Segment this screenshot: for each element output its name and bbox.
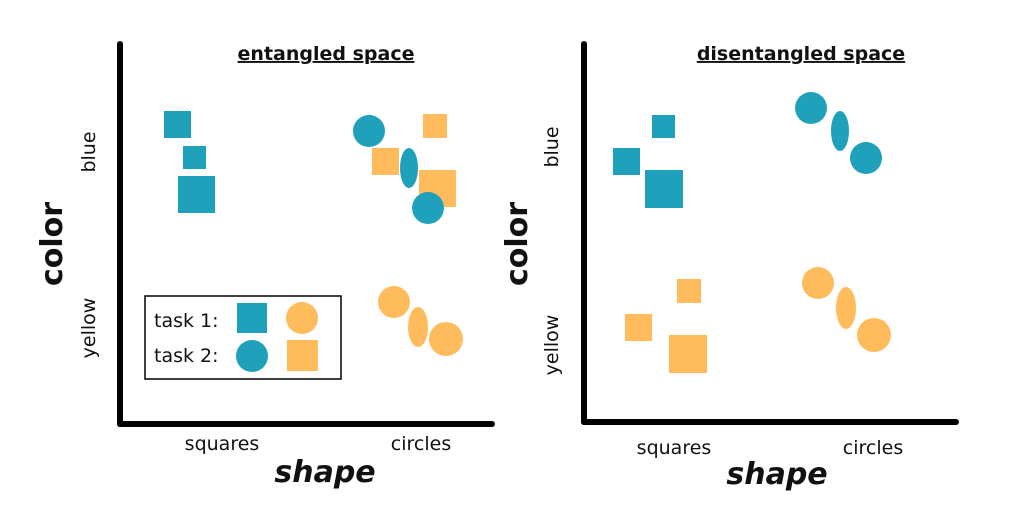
blue-square [164, 111, 191, 138]
x-tick-squares: squares [637, 437, 712, 459]
x-tick-squares: squares [185, 433, 260, 455]
yellow-circle [429, 322, 463, 356]
legend-task1-label: task 1: [154, 310, 219, 332]
y-tick-yellow: yellow [78, 298, 100, 359]
yellow-ellipse [408, 307, 428, 347]
y-tick-yellow: yellow [541, 315, 563, 376]
blue-ellipse [400, 148, 418, 188]
panel-title: entangled space [238, 43, 415, 65]
blue-square [613, 148, 640, 175]
legend-yellow-circle [286, 302, 318, 334]
y-axis-title: color [500, 202, 535, 286]
y-tick-blue: blue [541, 126, 563, 167]
x-tick-circles: circles [843, 437, 903, 459]
blue-circle [850, 142, 882, 174]
legend-blue-circle [236, 340, 268, 372]
y-tick-blue: blue [78, 131, 100, 172]
yellow-ellipse [836, 287, 856, 329]
y-axis-title: color [35, 202, 70, 286]
yellow-circle [802, 267, 834, 299]
legend-yellow-square [287, 340, 318, 371]
panel-title: disentangled space [697, 43, 905, 65]
yellow-circle [378, 286, 410, 318]
yellow-square [669, 335, 707, 373]
x-axis-title: shape [726, 457, 827, 492]
legend-blue-square [237, 303, 267, 333]
blue-square [645, 170, 683, 208]
yellow-square [677, 279, 701, 303]
blue-ellipse [831, 111, 849, 151]
x-tick-circles: circles [391, 433, 451, 455]
blue-circle [353, 115, 385, 147]
x-axis-title: shape [274, 455, 375, 490]
blue-square [183, 146, 206, 169]
yellow-circle [857, 318, 891, 352]
panel-disentangled: disentangled space blue yellow color squ… [500, 41, 959, 492]
blue-circle [795, 92, 827, 124]
yellow-square [625, 314, 652, 341]
blue-circle [412, 192, 444, 224]
blue-square [178, 176, 215, 213]
legend: task 1: task 2: [144, 295, 342, 380]
yellow-square [372, 148, 399, 175]
blue-square [652, 115, 675, 138]
yellow-square [423, 114, 447, 138]
panel-entangled: entangled space blue yellow color square… [35, 41, 495, 490]
legend-task2-label: task 2: [154, 345, 219, 367]
